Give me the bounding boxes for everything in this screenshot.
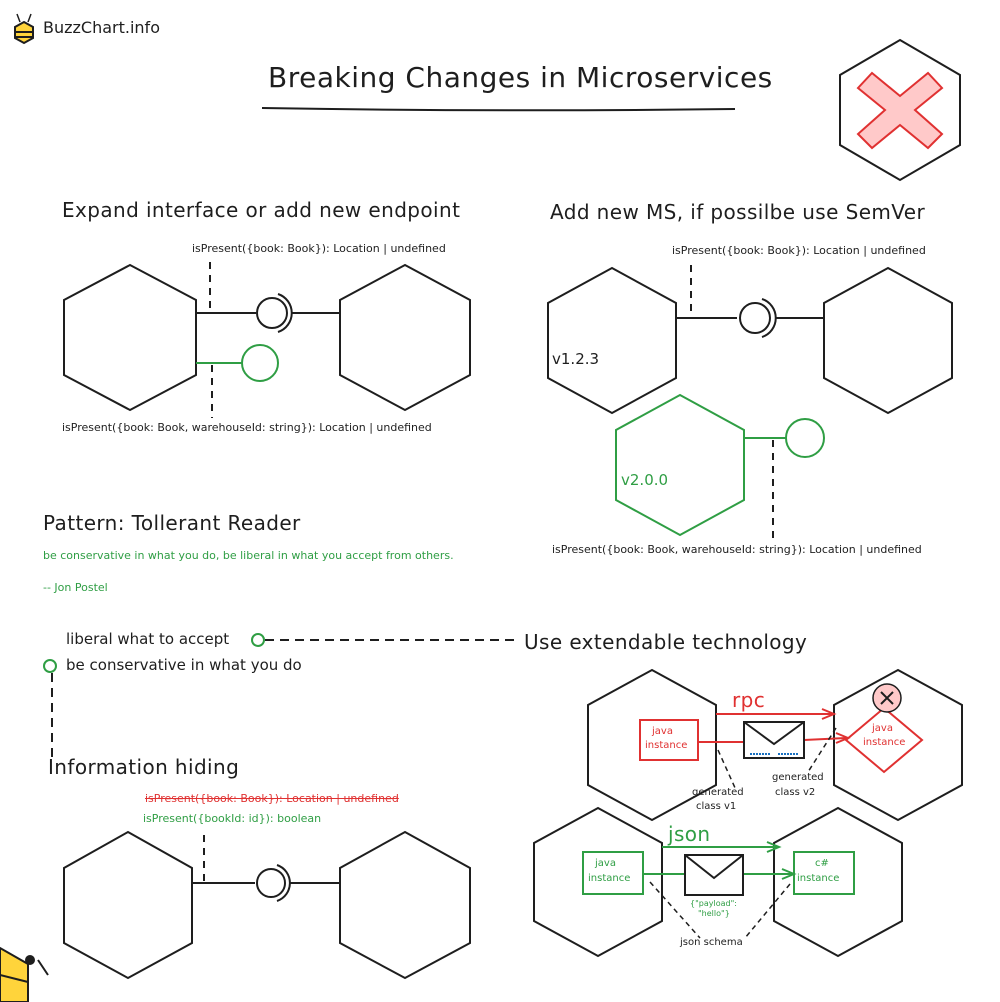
- json-instance-right-line1: c#: [815, 858, 829, 869]
- service-hexagon: [547, 266, 677, 415]
- rpc-generated-v1-line1: generated: [692, 787, 744, 798]
- title-underline: [261, 107, 736, 112]
- json-payload-line1: {"payload":: [690, 899, 737, 908]
- json-diagram: [533, 806, 903, 958]
- rpc-instance-right-line2: instance: [863, 737, 906, 748]
- section2-heading: Add new MS, if possilbe use SemVer: [550, 200, 926, 224]
- hiding-signature-old: isPresent({book: Book}): Location | unde…: [145, 792, 399, 805]
- hiding-signature-new: isPresent({bookId: id}): boolean: [143, 812, 322, 825]
- new-service-hexagon: [615, 393, 745, 537]
- rpc-instance-left-line2: instance: [645, 740, 688, 751]
- rpc-instance-right-line1: java: [872, 723, 893, 734]
- hiding-diagram: [63, 830, 471, 980]
- json-instance-left-line2: instance: [588, 873, 631, 884]
- service-hexagon: [63, 830, 193, 980]
- json-label: json: [668, 822, 711, 846]
- principle-hiding: Information hiding: [48, 755, 240, 779]
- section2-signature-top: isPresent({book: Book}): Location | unde…: [672, 244, 926, 257]
- section1-diagram: [63, 262, 471, 418]
- logo-text[interactable]: BuzzChart.info: [43, 18, 160, 37]
- service-hexagon: [339, 830, 471, 980]
- rpc-generated-v2-line2: class v2: [775, 787, 816, 798]
- section1-heading: Expand interface or add new endpoint: [62, 198, 461, 222]
- pattern-heading: Pattern: Tollerant Reader: [43, 511, 301, 535]
- json-instance-left-line1: java: [595, 858, 616, 869]
- principles-connectors: [43, 633, 515, 760]
- pattern-author: -- Jon Postel: [43, 581, 108, 594]
- json-schema-label: json schema: [680, 937, 743, 948]
- service-hexagon: [833, 668, 963, 822]
- rpc-generated-v2-line1: generated: [772, 772, 824, 783]
- envelope-icon: [743, 721, 805, 759]
- rpc-generated-v1-line2: class v1: [696, 801, 737, 812]
- bee-mascot-icon: [0, 946, 49, 1002]
- service-hexagon: [823, 266, 953, 415]
- service-hexagon: [533, 806, 663, 958]
- page-title: Breaking Changes in Microservices: [268, 61, 773, 94]
- json-instance-right-line2: instance: [797, 873, 840, 884]
- service-hexagon: [587, 668, 717, 822]
- section2-diagram: [547, 265, 953, 538]
- service-hexagon: [773, 806, 903, 958]
- principle-conservative: be conservative in what you do: [66, 656, 302, 674]
- envelope-icon: [684, 854, 744, 896]
- json-payload-line2: "hello"}: [698, 909, 730, 918]
- rpc-instance-left-line1: java: [652, 726, 673, 737]
- bee-logo-icon: [14, 13, 34, 45]
- version-old-label: v1.2.3: [552, 350, 600, 368]
- principle-extendable: Use extendable technology: [524, 630, 808, 654]
- rpc-diagram: [587, 668, 963, 822]
- section1-signature-top: isPresent({book: Book}): Location | unde…: [192, 242, 446, 255]
- breaking-x-icon: [839, 38, 961, 182]
- version-new-label: v2.0.0: [621, 471, 669, 489]
- section1-signature-bottom: isPresent({book: Book, warehouseId: stri…: [62, 421, 432, 434]
- service-hexagon: [339, 263, 471, 412]
- rpc-label: rpc: [732, 688, 766, 712]
- service-hexagon: [63, 263, 197, 412]
- pattern-quote: be conservative in what you do, be liber…: [43, 549, 454, 562]
- principle-liberal: liberal what to accept: [66, 630, 230, 648]
- section2-signature-bottom: isPresent({book: Book, warehouseId: stri…: [552, 543, 922, 556]
